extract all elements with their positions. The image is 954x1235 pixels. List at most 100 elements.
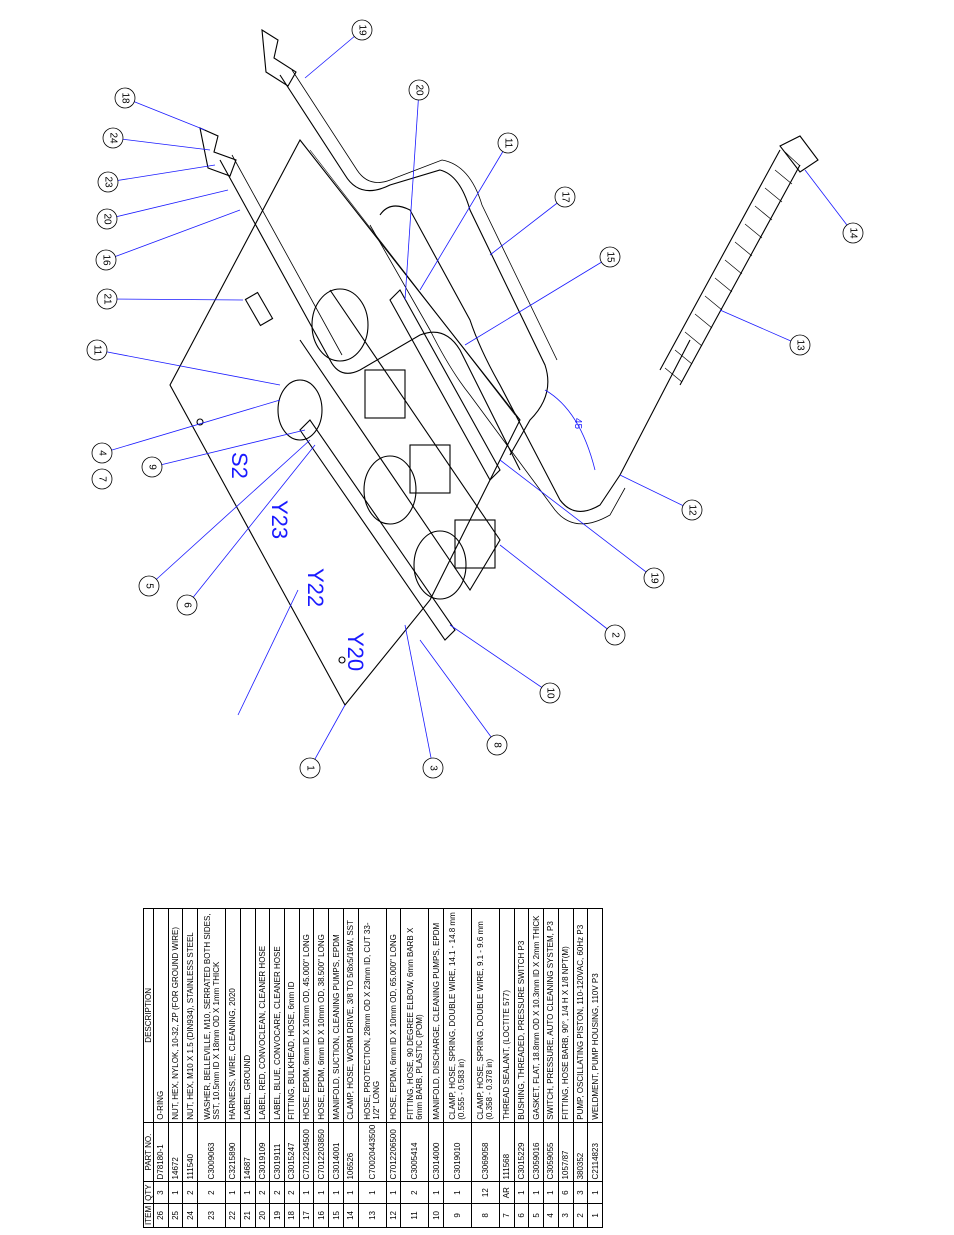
row-qty: 3: [573, 1181, 588, 1204]
row-description: THREAD SEALANT, (LOCTITE 577): [499, 908, 515, 1123]
row-qty: 1: [443, 1181, 472, 1204]
row-description: MANIFOLD, SUCTION, CLEANING PUMPS, EPDM: [328, 908, 344, 1123]
row-description: CLAMP, HOSE, WORM DRIVE, 3/8 TO 5/8x5/16…: [343, 908, 359, 1123]
row-description: LABEL, GROUND: [240, 908, 256, 1123]
row-qty: 1: [428, 1181, 444, 1204]
zone-label-s2: S2: [227, 452, 252, 479]
row-item: 26: [153, 1203, 169, 1228]
callout-19-top: 19: [357, 24, 368, 36]
row-description: FITTING, HOSE, 90 DEGREE ELBOW, 6mm BARB…: [400, 908, 429, 1123]
row-qty: 6: [558, 1181, 573, 1204]
row-qty: 1: [225, 1181, 241, 1204]
row-item: 15: [328, 1203, 344, 1228]
callout-9: 9: [147, 464, 158, 470]
row-qty: 2: [400, 1181, 429, 1204]
row-qty: 1: [240, 1181, 256, 1204]
row-qty: 2: [255, 1181, 270, 1204]
callout-2: 2: [610, 632, 621, 638]
zone-label-y23: Y23: [267, 500, 292, 539]
callout-21: 21: [102, 293, 113, 305]
row-part-no: C3019010: [443, 1122, 472, 1182]
callout-11-right: 11: [503, 138, 514, 149]
row-part-no: C3059055: [543, 1122, 559, 1182]
row-description: LABEL, BLUE, CONVOCARE, CLEANER HOSE: [269, 908, 285, 1123]
row-qty: 1: [587, 1181, 603, 1204]
row-qty: 2: [182, 1181, 198, 1204]
row-item: 19: [269, 1203, 285, 1228]
row-part-no: 1057/87: [558, 1122, 573, 1182]
row-part-no: C3019109: [255, 1122, 270, 1182]
row-item: 12: [386, 1203, 401, 1228]
callout-20-left: 20: [102, 213, 113, 225]
row-description: SWITCH, PRESSURE, AUTO CLEANING SYSTEM, …: [543, 908, 559, 1123]
exploded-assembly-drawing: 19 20 18 24 23 20 16 21 11 4 7 9 5 6 1 3…: [86, 19, 864, 779]
callout-23: 23: [103, 176, 114, 188]
row-item: 2: [573, 1203, 588, 1228]
row-item: 24: [182, 1203, 198, 1228]
row-description: FITTING, BULKHEAD, HOSE, 6mm ID: [284, 908, 300, 1123]
row-item: 6: [514, 1203, 529, 1228]
row-item: 23: [197, 1203, 226, 1228]
header-item: ITEM: [143, 1203, 154, 1228]
row-item: 9: [443, 1203, 472, 1228]
callout-3: 3: [428, 765, 439, 771]
zone-label-y22: Y22: [303, 568, 328, 607]
row-qty: 12: [471, 1181, 500, 1204]
row-description: GASKET, FLAT, 18.8mm OD X 10.3mm ID X 2m…: [528, 908, 544, 1123]
callout-11-left: 11: [92, 345, 103, 356]
row-item: 1: [587, 1203, 603, 1228]
protection-hose-13: [659, 149, 801, 386]
row-description: FITTING, HOSE BARB, 90°, 1/4 H X 1/8 NPT…: [558, 908, 573, 1123]
row-item: 8: [471, 1203, 500, 1228]
callout-20-top: 20: [414, 84, 425, 96]
row-qty: AR: [499, 1181, 515, 1204]
row-part-no: C3014000: [428, 1122, 444, 1182]
row-item: 18: [284, 1203, 300, 1228]
row-qty: 1: [313, 1181, 329, 1204]
row-description: CLAMP, HOSE, SPRING, DOUBLE WIRE, 9.1 - …: [471, 908, 500, 1123]
callout-10: 10: [545, 687, 556, 699]
row-part-no: C3019111: [269, 1122, 285, 1182]
row-description: O-RING: [153, 908, 169, 1123]
row-qty: 1: [514, 1181, 529, 1204]
row-description: WASHER, BELLEVILLE, M10, SERRATED BOTH S…: [197, 908, 226, 1123]
row-part-no: 14687: [240, 1122, 256, 1182]
row-description: HOSE, PROTECTION, 28mm OD X 23mm ID, CUT…: [358, 908, 387, 1123]
row-part-no: D78180-1: [153, 1122, 169, 1182]
row-item: 21: [240, 1203, 256, 1228]
row-description: CLAMP, HOSE, SPRING, DOUBLE WIRE, 14.1 -…: [443, 908, 472, 1123]
callout-12: 12: [687, 504, 698, 516]
callout-5: 5: [144, 583, 155, 589]
row-qty: 2: [284, 1181, 300, 1204]
base-plate: [169, 138, 521, 706]
row-description: HOSE, EPDM, 6mm ID X 10mm OD, 65.000" LO…: [386, 908, 401, 1123]
header-description: DESCRIPTION: [143, 908, 154, 1123]
row-description: HOSE, EPDM, 6mm ID X 10mm OD, 45.000" LO…: [299, 908, 314, 1123]
callout-16: 16: [101, 254, 112, 266]
row-item: 22: [225, 1203, 241, 1228]
manifold-10: [299, 419, 456, 641]
row-part-no: C3215890: [225, 1122, 241, 1182]
callout-7: 7: [97, 476, 108, 482]
row-description: PUMP, OSCILLATING PISTON, 110-120VAC, 60…: [573, 908, 588, 1123]
